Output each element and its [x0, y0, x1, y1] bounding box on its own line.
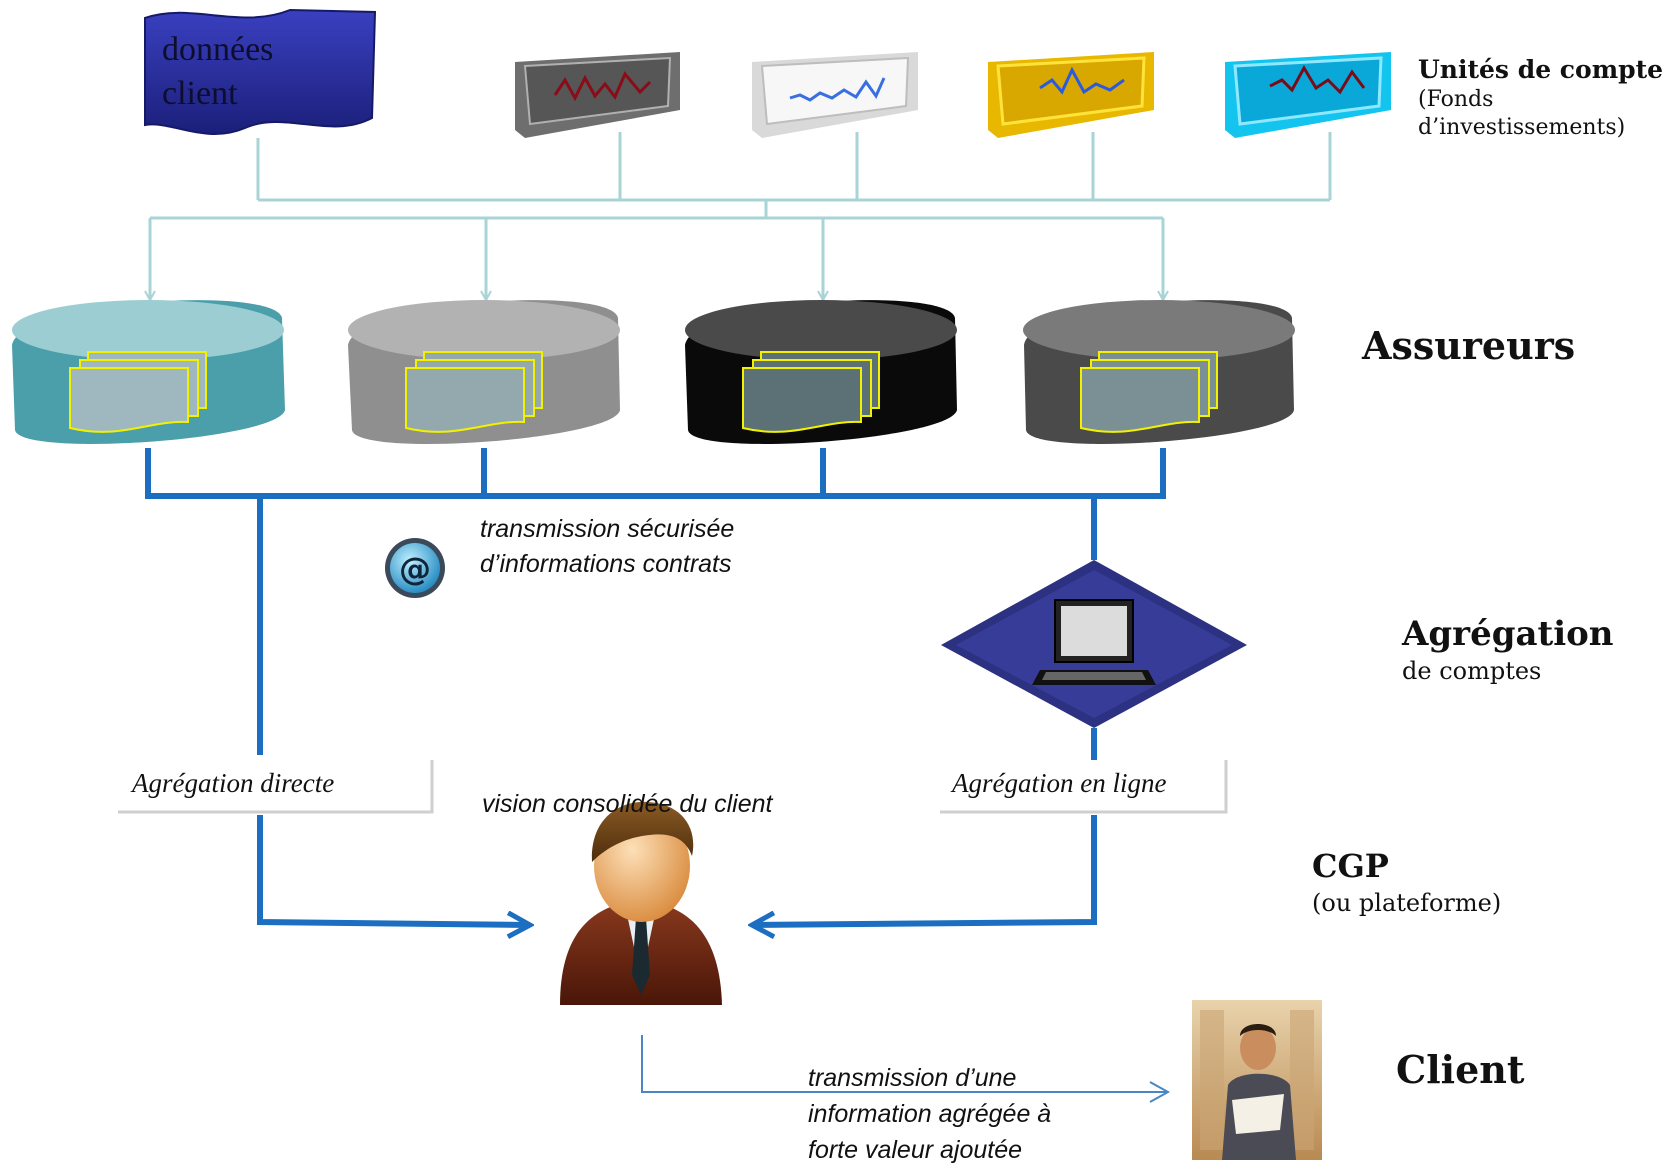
client-data-label: données client: [162, 28, 273, 116]
fund-units-title: Unités de compte: [1418, 55, 1664, 84]
insurers-title: Assureurs: [1362, 323, 1576, 368]
insurer-teal: [12, 300, 285, 444]
fund-unit-yellow: [988, 52, 1154, 138]
direct-aggregation-box: [118, 760, 434, 814]
consolidated-view-label: vision consolidée du client: [482, 790, 773, 818]
source-connectors: [150, 132, 1332, 300]
aggregation-legend: Agrégation de comptes: [1402, 612, 1614, 686]
client-data-label-line1: données: [162, 31, 274, 68]
fund-unit-white: [752, 52, 918, 138]
client-title: Client: [1396, 1047, 1525, 1092]
client-data-label-line2: client: [162, 75, 238, 112]
fund-unit-gray: [515, 52, 680, 138]
laptop-icon: [1032, 599, 1156, 685]
transmission-line2: d’informations contrats: [480, 550, 732, 578]
fund-units-legend: Unités de compte (Fonds d’investissement…: [1418, 54, 1663, 142]
client-note-line2: information agrégée à: [808, 1100, 1052, 1128]
cgp-legend: CGP (ou plateforme): [1312, 844, 1501, 918]
online-aggregation-box: [940, 760, 1228, 814]
at-email-icon: @: [385, 538, 445, 598]
client-photo: [1192, 1000, 1322, 1160]
insurer-gray: [348, 300, 620, 444]
insurer-black: [685, 300, 957, 444]
aggregation-subtitle: de comptes: [1402, 657, 1542, 685]
insurer-dark: [1023, 300, 1295, 444]
transmission-label: transmission sécurisée d’informations co…: [480, 512, 734, 582]
aggregation-connectors: [145, 448, 1166, 925]
client-note-line1: transmission d’une: [808, 1064, 1017, 1092]
client-arrow: [641, 1035, 1171, 1103]
svg-text:@: @: [399, 550, 431, 588]
transmission-line1: transmission sécurisée: [480, 515, 735, 543]
client-data-document: [144, 8, 377, 135]
aggregation-diamond: [941, 560, 1247, 728]
cgp-person-avatar: [560, 801, 722, 1005]
cgp-subtitle: (ou plateforme): [1312, 889, 1502, 917]
cgp-title: CGP: [1312, 847, 1389, 885]
fund-unit-cyan: [1225, 52, 1391, 138]
fund-units-subtitle-line2: d’investissements): [1418, 115, 1626, 140]
client-note-line3: forte valeur ajoutée: [808, 1136, 1023, 1164]
fund-units-subtitle-line1: (Fonds: [1418, 87, 1494, 112]
aggregation-title: Agrégation: [1402, 614, 1614, 654]
direct-aggregation-label: Agrégation directe: [132, 768, 335, 798]
online-aggregation-label: Agrégation en ligne: [952, 768, 1167, 798]
client-note: transmission d’une information agrégée à…: [808, 1060, 1051, 1168]
